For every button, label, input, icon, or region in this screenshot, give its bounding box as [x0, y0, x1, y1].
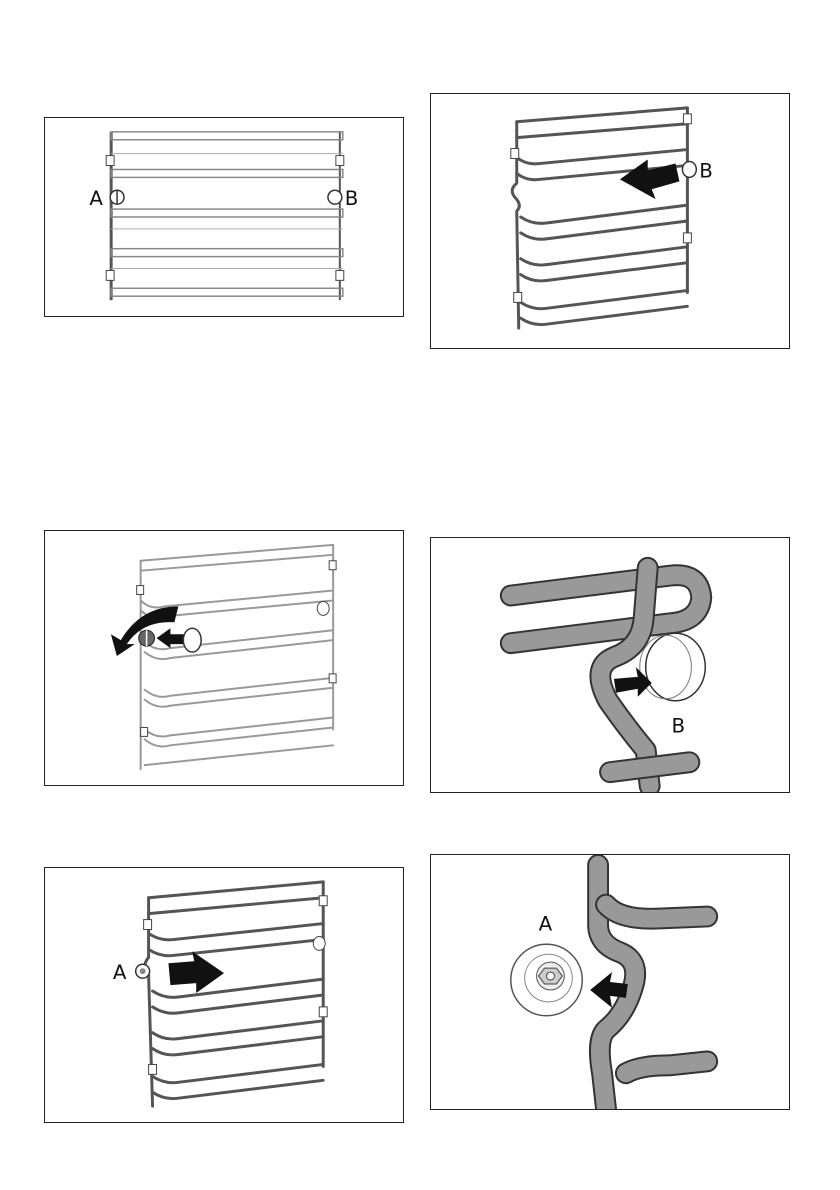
figure-4-illustration: B	[431, 538, 789, 792]
label-b: B	[699, 159, 713, 182]
figure-2-illustration: B	[431, 94, 789, 348]
figure-3-rotate-pin	[44, 530, 404, 786]
pin-b-icon	[313, 936, 325, 950]
label-b: B	[345, 187, 359, 210]
figure-1-shelf-support-front: A B	[44, 117, 404, 317]
shelf-support-perspective	[137, 545, 336, 769]
pin-b-icon	[317, 601, 329, 615]
figure-2-remove-pin-b: B	[430, 93, 790, 349]
arrow-right-icon	[168, 951, 224, 993]
figure-1-illustration: A B	[45, 118, 403, 316]
label-a: A	[113, 961, 127, 984]
shelf-support-perspective	[144, 882, 328, 1106]
cap-icon	[183, 628, 201, 652]
figure-5-illustration: A	[45, 868, 403, 1122]
figure-5-insert-pin-a: A	[44, 867, 404, 1123]
pin-b-icon	[646, 633, 706, 700]
label-a: A	[89, 187, 103, 210]
arrow-left-icon	[157, 628, 185, 648]
shelf-support-perspective	[511, 108, 692, 328]
figure-6-closeup-pin-a: A	[430, 854, 790, 1110]
label-a: A	[539, 912, 553, 935]
pin-b-icon	[328, 190, 342, 204]
shelf-bars	[111, 132, 343, 296]
pin-b-icon	[682, 161, 696, 177]
figure-3-illustration	[45, 531, 403, 785]
label-b: B	[672, 714, 686, 737]
figure-6-illustration: A	[431, 855, 789, 1109]
arrow-left-icon	[620, 159, 680, 199]
figure-4-closeup-pin-b: B	[430, 537, 790, 793]
